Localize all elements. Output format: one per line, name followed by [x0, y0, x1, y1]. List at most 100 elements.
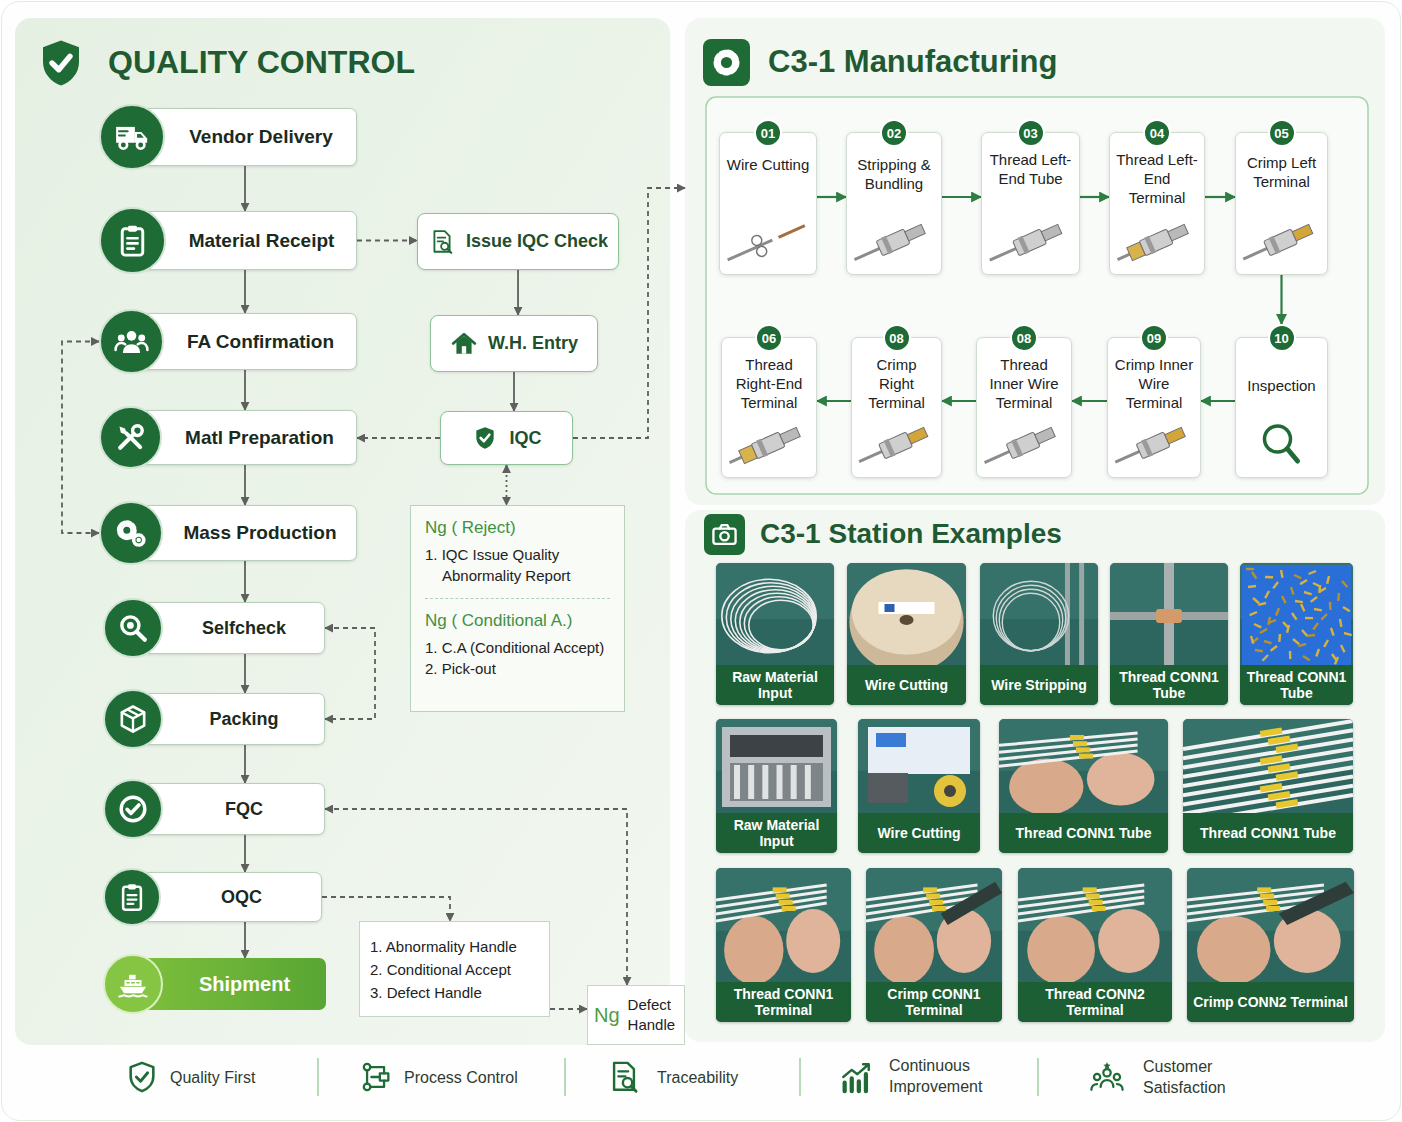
- svg-line: [1300, 580, 1307, 584]
- svg-path: [127, 982, 139, 984]
- svg-rect: [1041, 224, 1062, 240]
- svg-rect: [847, 563, 966, 705]
- separator: [564, 1058, 566, 1096]
- check-box: W.H. Entry: [430, 315, 598, 372]
- svg-rect: [923, 887, 937, 892]
- svg-circle: [719, 55, 734, 70]
- connector: [513, 372, 515, 411]
- svg-rect: [907, 427, 928, 443]
- svg-line: [1344, 633, 1352, 635]
- svg-line: [1327, 576, 1329, 584]
- station-label: Raw Material Input: [720, 669, 830, 701]
- station-photo: Wire Cutting: [847, 563, 966, 705]
- svg-path: [123, 344, 140, 353]
- label-area: Packing: [163, 693, 325, 745]
- svg-rect: [762, 765, 768, 799]
- icon: [1091, 1062, 1122, 1090]
- separator: [317, 1058, 319, 1096]
- icon-badge: [103, 779, 163, 839]
- reject-note: Ng ( Reject)1. IQC Issue Quality Abnorma…: [410, 505, 625, 712]
- svg-path: [720, 525, 729, 529]
- station-label: Thread CONN1 Terminal: [720, 986, 847, 1018]
- process-box: FQC: [103, 783, 325, 835]
- icon-badge: [99, 309, 164, 374]
- svg-line: [1340, 619, 1341, 627]
- icon: [122, 226, 143, 255]
- icon: [121, 797, 145, 821]
- step-number: 03: [1023, 126, 1037, 141]
- svg-line: [1258, 603, 1266, 605]
- svg-line: [999, 739, 1138, 752]
- svg-rect: [1018, 868, 1172, 1022]
- svg-line: [1281, 570, 1283, 578]
- connector: [244, 370, 246, 410]
- connector: [244, 270, 246, 313]
- svg-rect: [730, 735, 823, 757]
- svg-circle: [100, 407, 161, 468]
- svg-line: [1313, 623, 1318, 629]
- card-face: Thread Left-End Terminal: [1109, 132, 1205, 275]
- connector: [325, 628, 375, 719]
- value-item: Process Control: [404, 1067, 554, 1088]
- box-label: Mass Production: [183, 522, 336, 544]
- note-item: 2. Conditional Accept: [370, 958, 539, 981]
- station-photo: Wire Cutting: [858, 719, 980, 853]
- process-box: Material Receipt: [99, 211, 357, 270]
- photo-band: Raw Material Input: [716, 813, 837, 853]
- icon: [116, 127, 147, 149]
- value-label: Customer Satisfaction: [1143, 1056, 1243, 1098]
- svg-line: [1314, 609, 1322, 610]
- svg-path: [127, 805, 139, 813]
- connector: [506, 465, 508, 505]
- svg-line: [1294, 575, 1301, 578]
- svg-circle: [100, 105, 164, 169]
- svg-line: [1287, 625, 1289, 633]
- svg-circle: [1103, 1069, 1110, 1076]
- process-box: OQC: [103, 872, 322, 922]
- panel-title: C3-1 Manufacturing: [768, 44, 1057, 80]
- svg-line: [1254, 624, 1261, 627]
- svg-rect: [128, 884, 136, 889]
- box-label: Matl Preparation: [185, 427, 334, 449]
- svg-line: [779, 226, 805, 238]
- svg-rect: [905, 224, 926, 240]
- svg-circle: [104, 690, 162, 748]
- svg-rect: [716, 563, 834, 705]
- photo-band: Raw Material Input: [716, 665, 834, 705]
- svg-rect: [879, 602, 935, 614]
- step-badge: 10: [1268, 324, 1296, 352]
- connector: [322, 897, 450, 921]
- icon: [843, 1064, 869, 1091]
- defect-box: NgDefect Handle: [587, 985, 685, 1045]
- svg-line: [1316, 649, 1319, 657]
- svg-path: [481, 435, 490, 442]
- section-panel: C3-1 Station ExamplesRaw Material InputW…: [685, 510, 1385, 1042]
- svg-rect: [1187, 868, 1354, 1022]
- photo-band: Crimp CONN1 Terminal: [866, 982, 1002, 1022]
- card-face: Thread Right-End Terminal: [721, 337, 817, 478]
- svg-g: [851, 221, 927, 268]
- svg-rect: [885, 604, 895, 612]
- svg-circle: [1114, 1074, 1120, 1080]
- card-face: Stripping & Bundling: [846, 132, 942, 275]
- svg-g: [986, 221, 1063, 268]
- svg-line: [1303, 656, 1310, 660]
- svg-line: [1269, 620, 1276, 623]
- station-label: Wire Cutting: [865, 677, 948, 693]
- svg-rect: [1260, 728, 1283, 737]
- svg-line: [1282, 596, 1286, 603]
- svg-line: [1264, 641, 1272, 643]
- svg-path: [128, 895, 137, 904]
- station-photo: Thread CONN1 Tube: [1183, 719, 1353, 853]
- svg-rect: [779, 900, 793, 905]
- svg-rect: [1165, 427, 1186, 443]
- step-badge: 05: [1268, 119, 1296, 147]
- svg-circle: [122, 525, 132, 535]
- station-label: Raw Material Input: [720, 817, 833, 849]
- process-box: Vendor Delivery: [99, 108, 357, 166]
- connector: [244, 654, 246, 693]
- separator: [1037, 1058, 1039, 1096]
- svg-rect: [739, 445, 757, 463]
- part-picture: [1110, 212, 1204, 268]
- station-photo: Crimp CONN1 Terminal: [866, 868, 1002, 1022]
